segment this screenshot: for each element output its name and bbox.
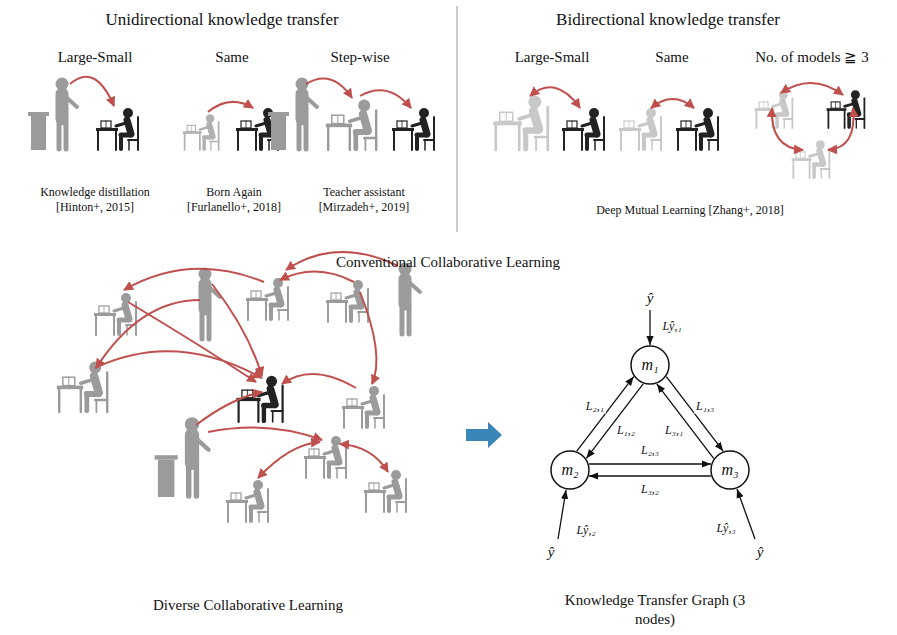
- math-label: Lŷ,₃: [716, 521, 735, 536]
- transfer-arc: [828, 108, 853, 150]
- transfer-arc: [280, 271, 354, 282]
- transfer-arc: [96, 300, 200, 368]
- node-label: m₁: [641, 356, 658, 374]
- transfer-arc: [208, 102, 253, 112]
- section-heading: Unidirectional knowledge transfer: [105, 9, 338, 30]
- transfer-arc: [212, 284, 262, 376]
- student-figure: [236, 376, 282, 422]
- section-heading: Bidirectional knowledge transfer: [556, 9, 780, 30]
- student-figure: [304, 436, 346, 478]
- model-node: m₁: [630, 345, 670, 385]
- student-figure: [792, 140, 830, 178]
- student-figure: [183, 114, 219, 150]
- caption-text: Deep Mutual Learning [Zhang+, 2018]: [596, 203, 784, 218]
- transfer-arc: [196, 392, 262, 425]
- transfer-arc: [95, 351, 262, 378]
- loss-label: L₃,₂: [639, 482, 661, 497]
- student-figure: [246, 278, 288, 320]
- transfer-edge: [586, 384, 643, 459]
- loss-label: L₂,₃: [639, 443, 661, 458]
- student-figure: [676, 108, 718, 150]
- transfer-arc: [772, 108, 803, 150]
- math-label: ŷ: [757, 543, 764, 562]
- transfer-edge: [657, 384, 714, 459]
- student-figure: [326, 100, 376, 150]
- math-label: Lŷ,₂: [576, 523, 595, 538]
- node-label: m₂: [561, 461, 578, 479]
- student-figure: [619, 108, 661, 150]
- transfer-arc: [781, 83, 843, 95]
- transfer-arc: [282, 374, 356, 388]
- transfer-arc: [340, 444, 388, 472]
- caption-text: Same: [215, 48, 248, 67]
- teacher-figure: [268, 78, 317, 151]
- caption-text: Diverse Collaborative Learning: [153, 596, 343, 615]
- transfer-arc: [306, 78, 352, 98]
- caption-text: Large-Small: [515, 48, 590, 67]
- teacher-figure: [28, 78, 77, 151]
- target-arrow: [649, 310, 650, 345]
- transfer-arc: [360, 90, 411, 108]
- teacher-figure: [199, 268, 221, 340]
- caption-text: Teacher assistant [Mirzadeh+, 2019]: [305, 185, 423, 215]
- caption-text: Step-wise: [330, 48, 389, 67]
- transfer-edge: [589, 475, 711, 476]
- transform-arrow: [466, 422, 502, 448]
- caption-text: Knowledge Transfer Graph (3 nodes): [563, 591, 748, 629]
- target-arrow: [737, 489, 755, 539]
- caption-text: Conventional Collaborative Learning: [336, 253, 560, 272]
- transfer-arc: [258, 442, 320, 478]
- model-node: m₃: [710, 450, 750, 490]
- caption-text: Large-Small: [58, 48, 133, 67]
- caption-text: Knowledge distillation [Hinton+, 2015]: [33, 185, 158, 215]
- transfer-edge: [666, 377, 723, 452]
- math-label: ŷ: [647, 289, 654, 308]
- transfer-arc: [651, 99, 694, 108]
- model-node: m₂: [550, 450, 590, 490]
- node-label: m₃: [721, 461, 738, 479]
- math-label: ŷ: [548, 543, 555, 562]
- loss-label: L₁,₂: [615, 422, 637, 437]
- math-label: Lŷ,₁: [662, 319, 681, 334]
- student-figure: [827, 90, 865, 128]
- student-figure: [392, 108, 434, 150]
- transfer-arc: [124, 269, 264, 290]
- loss-label: L₁,₃: [694, 398, 716, 413]
- transfer-arc: [360, 292, 376, 384]
- loss-label: L₃,₁: [663, 422, 685, 437]
- student-figure: [493, 95, 548, 150]
- student-figure: [342, 386, 384, 428]
- transfer-arc: [208, 428, 322, 441]
- teacher-figure: [155, 417, 209, 497]
- target-arrow: [558, 490, 566, 539]
- section-divider: [457, 6, 458, 232]
- student-figure: [562, 108, 604, 150]
- caption-text: Born Again [Furlanello+, 2018]: [178, 185, 290, 215]
- student-figure: [364, 470, 406, 512]
- teacher-figure: [399, 263, 421, 335]
- transfer-arc: [530, 87, 580, 108]
- student-figure: [226, 480, 268, 522]
- transfer-edge: [589, 463, 711, 464]
- student-figure: [326, 280, 368, 322]
- transfer-arc: [70, 77, 114, 106]
- student-figure: [57, 362, 107, 412]
- caption-text: Same: [655, 48, 688, 67]
- student-figure: [96, 108, 138, 150]
- loss-label: L₂,₁: [584, 398, 606, 413]
- caption-text: No. of models ≧ 3: [755, 48, 868, 67]
- transfer-edge: [577, 377, 634, 452]
